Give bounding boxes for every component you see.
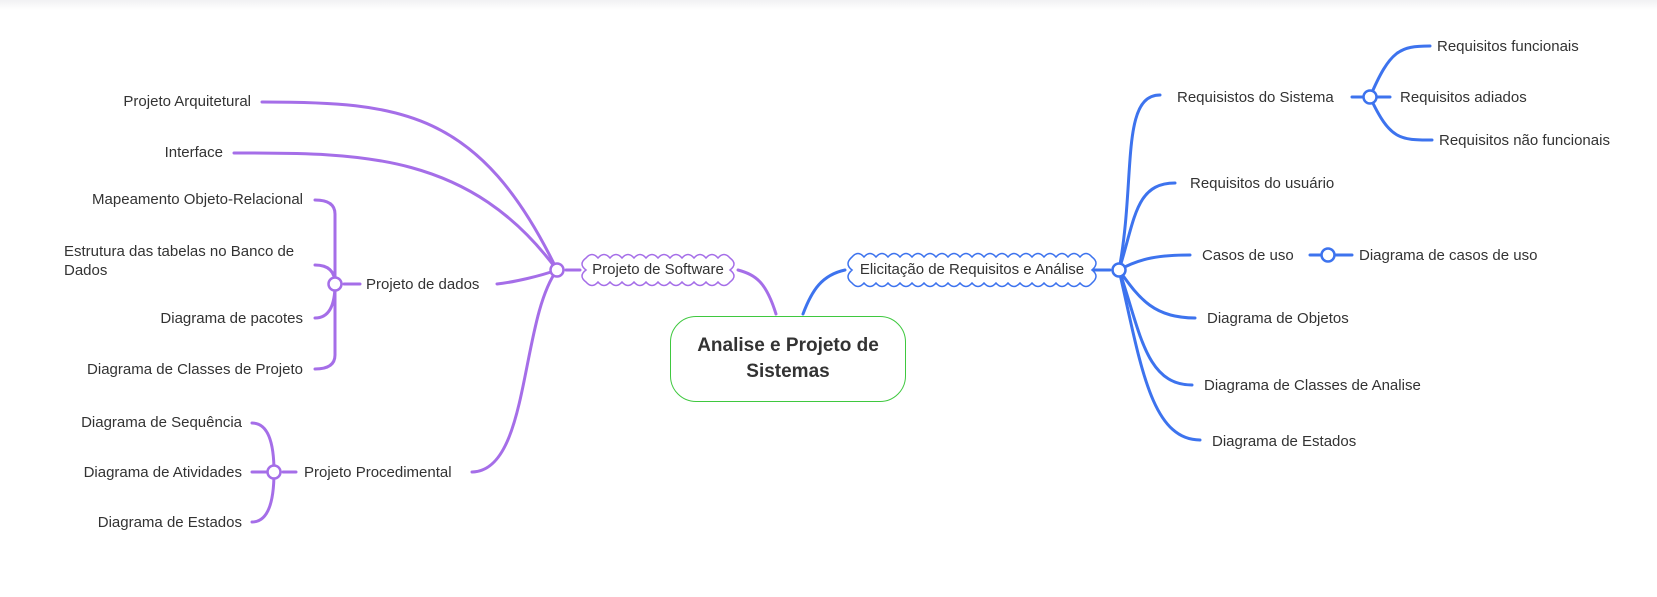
node-sistema-item-1[interactable]: Requisitos funcionais bbox=[1437, 38, 1579, 55]
hub-software bbox=[549, 262, 565, 278]
connector-usuario bbox=[1117, 181, 1177, 272]
connector-classes bbox=[1117, 268, 1194, 387]
node-diagrama-estados[interactable]: Diagrama de Estados bbox=[1212, 433, 1357, 450]
connector-arquitetural bbox=[260, 100, 559, 272]
hub-dados bbox=[327, 276, 343, 292]
node-sistema-item-3[interactable]: Requisitos não funcionais bbox=[1439, 132, 1610, 149]
node-diagrama-classes-analise[interactable]: Diagrama de Classes de Analise bbox=[1204, 377, 1421, 394]
cloud-software bbox=[581, 253, 735, 287]
node-projeto-software[interactable]: Projeto de Software bbox=[592, 261, 724, 278]
connector-dados-1 bbox=[313, 198, 337, 286]
connector-sistema bbox=[1117, 93, 1162, 272]
node-requisitos-sistema[interactable]: Requisistos do Sistema bbox=[1177, 89, 1334, 106]
node-requisitos-usuario[interactable]: Requisitos do usuário bbox=[1190, 175, 1335, 192]
connector-sistema-3 bbox=[1368, 95, 1434, 142]
node-diagrama-objetos[interactable]: Diagrama de Objetos bbox=[1207, 310, 1349, 327]
connector-estados bbox=[1117, 268, 1202, 442]
node-projeto-dados[interactable]: Projeto de dados bbox=[366, 276, 480, 293]
hub-elicitacao bbox=[1111, 262, 1127, 278]
node-projeto-arquitetural[interactable]: Projeto Arquitetural bbox=[123, 93, 251, 110]
connector-casos bbox=[1117, 253, 1192, 272]
hub-procedimental bbox=[266, 464, 282, 480]
node-dados-item-3[interactable]: Diagrama de pacotes bbox=[160, 310, 303, 327]
node-proc-item-1[interactable]: Diagrama de Sequência bbox=[81, 414, 242, 431]
hub-sistema bbox=[1362, 89, 1378, 105]
node-dados-item-1[interactable]: Mapeamento Objeto-Relacional bbox=[92, 191, 303, 208]
connector-sistema-1 bbox=[1368, 44, 1432, 99]
node-casos-item-1[interactable]: Diagrama de casos de uso bbox=[1359, 247, 1538, 264]
root-title: Analise e Projeto de Sistemas bbox=[697, 335, 879, 382]
node-interface[interactable]: Interface bbox=[164, 144, 223, 161]
node-dados-item-2[interactable]: Estrutura das tabelas no Banco de Dados bbox=[64, 243, 295, 279]
node-proc-item-3[interactable]: Diagrama de Estados bbox=[97, 514, 242, 531]
connector-elicitacao bbox=[801, 268, 847, 316]
node-projeto-procedimental[interactable]: Projeto Procedimental bbox=[304, 464, 452, 481]
connector-procedimental bbox=[470, 268, 559, 474]
top-shadow bbox=[0, 0, 1657, 10]
connector-software bbox=[736, 268, 778, 316]
connector-dados bbox=[495, 268, 559, 286]
root-node[interactable]: Analise e Projeto de Sistemas bbox=[670, 316, 906, 402]
node-proc-item-2[interactable]: Diagrama de Atividades bbox=[83, 464, 242, 481]
node-dados-item-4[interactable]: Diagrama de Classes de Projeto bbox=[87, 361, 303, 378]
connector-dados-4 bbox=[313, 282, 337, 371]
node-elicitacao[interactable]: Elicitação de Requisitos e Análise bbox=[859, 261, 1085, 278]
node-sistema-item-2[interactable]: Requisitos adiados bbox=[1400, 89, 1527, 106]
cloud-elicitacao bbox=[847, 252, 1097, 288]
connector-objetos bbox=[1117, 268, 1197, 320]
node-casos-uso[interactable]: Casos de uso bbox=[1202, 247, 1294, 264]
connector-proc-3 bbox=[250, 470, 276, 524]
hub-casos bbox=[1320, 247, 1336, 263]
connector-interface bbox=[232, 151, 559, 272]
connector-proc-1 bbox=[250, 421, 276, 474]
